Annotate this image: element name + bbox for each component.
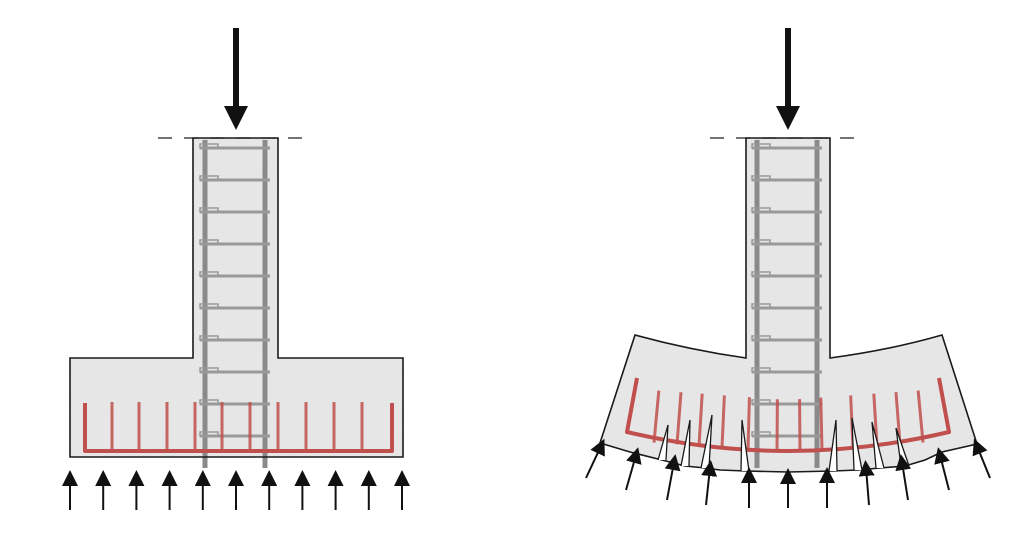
stirrup-hook	[751, 335, 771, 341]
flexural-crack	[740, 419, 750, 472]
flexural-crack	[657, 424, 669, 461]
stirrup-hook	[751, 207, 771, 213]
soil-pressure-arrow-icon	[625, 447, 642, 491]
stirrup-hook	[199, 143, 219, 149]
stirrup-hook	[199, 399, 219, 405]
stirrup-hook	[751, 175, 771, 181]
footing-transverse-rebar	[675, 392, 683, 445]
stirrup-hook	[199, 335, 219, 341]
soil-pressure-arrow-icon	[664, 454, 681, 501]
concrete-texture	[600, 138, 977, 472]
stirrup-hook	[199, 367, 219, 373]
soil-pressure-arrow-icon	[972, 438, 991, 479]
concrete-texture	[70, 138, 403, 457]
soil-pressure-arrow-icon	[585, 438, 605, 479]
footing-transverse-rebar	[697, 393, 704, 446]
stirrup-hook	[751, 431, 771, 437]
stirrup-hook	[199, 207, 219, 213]
footing-outline	[69, 137, 404, 458]
flexural-crack	[851, 417, 863, 471]
flexural-crack	[680, 419, 691, 467]
stirrup-hook	[199, 303, 219, 309]
stirrup-hook	[751, 239, 771, 245]
footing-outline	[598, 137, 979, 473]
soil-pressure-arrow-icon	[895, 454, 912, 501]
stirrup-hook	[199, 431, 219, 437]
soil-pressure-arrow-icon	[934, 447, 950, 491]
footing-bottom-rebar	[625, 377, 951, 453]
footing-bottom-rebar	[83, 403, 394, 453]
stirrup-hook	[751, 303, 771, 309]
stirrup-hook	[751, 399, 771, 405]
flexural-crack	[700, 414, 713, 469]
flexural-crack	[871, 421, 885, 469]
footing-transverse-rebar	[819, 397, 824, 450]
footing-transverse-rebar	[652, 390, 661, 443]
stirrup-hook	[199, 271, 219, 277]
stirrup-hook	[751, 367, 771, 373]
stirrup-hook	[199, 239, 219, 245]
soil-pressure-arrow-icon	[858, 460, 875, 506]
stirrup-hook	[751, 143, 771, 149]
flexural-crack	[828, 419, 838, 472]
panel-deformed-footing	[585, 28, 991, 508]
footing-transverse-rebar	[916, 390, 925, 443]
panel-undeformed-footing	[62, 28, 410, 510]
footing-transverse-rebar	[894, 392, 902, 445]
stirrup-hook	[751, 271, 771, 277]
footing-transverse-rebar	[720, 395, 726, 448]
footing-transverse-rebar	[746, 397, 751, 450]
soil-pressure-arrow-icon	[701, 460, 718, 506]
stirrup-hook	[199, 175, 219, 181]
